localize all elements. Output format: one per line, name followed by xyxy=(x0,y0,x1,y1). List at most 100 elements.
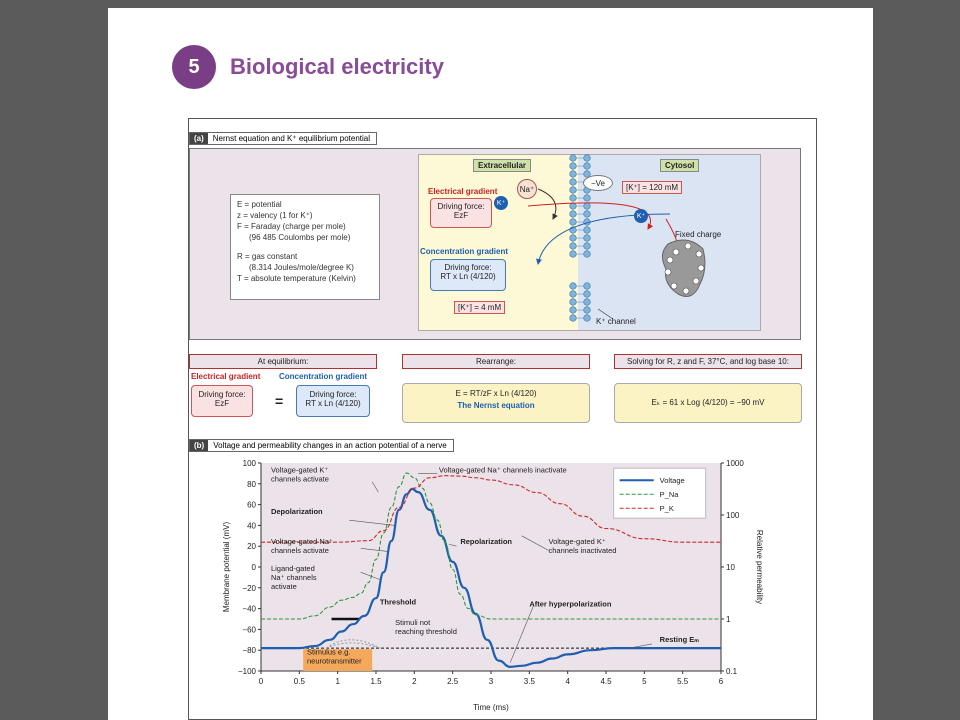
x-tick-label: 6 xyxy=(719,677,724,686)
annot-depolarization: Depolarization xyxy=(271,507,323,516)
cytosol-label: Cytosol xyxy=(660,159,700,172)
annot-stimulus-line: neurotransmitter xyxy=(307,656,362,665)
annot-resting-line: Resting Eₘ xyxy=(660,635,700,644)
eq-concentration-box: Driving force: RT x Ln (4/120) xyxy=(296,385,370,417)
subthreshold-stimulus-curve xyxy=(325,639,381,649)
annot-repolarization-line: Repolarization xyxy=(460,537,512,546)
annot-after-hyperpolarization-line: After hyperpolarization xyxy=(529,600,612,609)
concentration-force-box: Driving force: RT x Ln (4/120) xyxy=(430,259,506,291)
y-tick-label: 60 xyxy=(247,501,256,510)
annot-na-inactivate-line: Voltage-gated Na⁺ channels inactivate xyxy=(439,465,567,474)
annot-k-activate-line: channels activate xyxy=(271,474,329,483)
annot-subthreshold-line: Stimuli not xyxy=(395,618,431,627)
y2-tick-label: 100 xyxy=(726,511,740,520)
k-ion-out: K⁺ xyxy=(494,196,508,210)
annot-depolarization-line: Depolarization xyxy=(271,507,323,516)
series-line-voltage xyxy=(260,487,721,668)
k-outside-conc: [K⁺] = 4 mM xyxy=(454,301,506,314)
y-axis-label: Membrane potential (mV) xyxy=(222,522,231,613)
nernst-panel: E = potential z = valency (1 for K⁺) F =… xyxy=(189,148,801,340)
x-tick-label: 4 xyxy=(565,677,570,686)
x-tick-label: 5 xyxy=(642,677,647,686)
x-tick-label: 5.5 xyxy=(677,677,689,686)
k-inside-conc: [K⁺] = 120 mM xyxy=(622,181,683,194)
panel-a-tag: (a) xyxy=(190,133,208,144)
y-tick-label: 40 xyxy=(247,521,256,530)
x-tick-label: 1.5 xyxy=(370,677,382,686)
legend-label: P_K xyxy=(660,504,674,513)
y-tick-label: 20 xyxy=(247,542,256,551)
x-tick-label: 0 xyxy=(259,677,264,686)
y2-axis-label: Relative permeability xyxy=(755,530,764,604)
annot-ligand-line: activate xyxy=(271,582,297,591)
annot-ligand-line: Na⁺ channels xyxy=(271,573,317,582)
var-line: (8.314 Joules/mole/degree K) xyxy=(249,263,354,272)
x-tick-label: 3.5 xyxy=(524,677,536,686)
membrane-bilayer xyxy=(569,154,591,322)
annotation-pointer xyxy=(360,571,380,580)
fixed-charge-minus xyxy=(664,242,705,295)
var-line: (96 485 Coulombs per mole) xyxy=(249,233,351,242)
nernst-caption: The Nernst equation xyxy=(457,401,535,410)
y2-tick-label: 1000 xyxy=(726,459,744,468)
annot-stimulus: Stimulus e.g.neurotransmitter xyxy=(307,647,362,665)
annot-k-inactivated: Voltage-gated K⁺channels inactivated xyxy=(549,537,617,555)
legend-label: P_Na xyxy=(660,490,680,499)
annot-na-inactivate: Voltage-gated Na⁺ channels inactivate xyxy=(439,465,567,474)
legend-box xyxy=(613,467,707,519)
x-tick-label: 1 xyxy=(335,677,340,686)
rearrange-header: Rearrange: xyxy=(402,354,590,369)
slide-page: 5 Biological electricity (a) Nernst equa… xyxy=(108,8,873,720)
force-line: Driving force: xyxy=(437,202,485,211)
x-axis-label: Time (ms) xyxy=(473,703,509,712)
eq-concentration-label: Concentration gradient xyxy=(279,372,368,381)
y2-tick-label: 0.1 xyxy=(726,667,738,676)
annotation-pointer xyxy=(628,643,653,649)
annot-na-activate-line: Voltage-gated Na⁺ xyxy=(271,537,333,546)
k-channel-label: K⁺ channel xyxy=(596,317,636,326)
subthreshold-stimulus-curve xyxy=(325,642,380,649)
series-line-pna xyxy=(261,472,721,620)
electrical-gradient-label: Electrical gradient xyxy=(428,187,498,196)
annot-repolarization: Repolarization xyxy=(460,537,512,546)
y-tick-label: −60 xyxy=(242,625,256,634)
nernst-equation: E = RT/zF x Ln (4/120) xyxy=(455,389,537,398)
y-tick-label: 100 xyxy=(243,459,257,468)
chart-annotations: Voltage-gated K⁺channels activateVoltage… xyxy=(271,465,699,665)
x-tick-label: 2 xyxy=(412,677,417,686)
force-line: RT x Ln (4/120) xyxy=(440,272,496,281)
annotation-pointer xyxy=(371,481,379,493)
nernst-equation-box: E = RT/zF x Ln (4/120) The Nernst equati… xyxy=(402,383,590,423)
y-tick-label: 80 xyxy=(247,480,256,489)
x-tick-label: 2.5 xyxy=(447,677,459,686)
electrical-arrow xyxy=(527,202,654,230)
annot-threshold: Threshold xyxy=(380,597,417,606)
y-tick-label: −80 xyxy=(242,646,256,655)
x-tick-label: 3 xyxy=(489,677,494,686)
electrical-force-box: Driving force: EzF xyxy=(430,198,492,228)
solving-header: Solving for R, z and F, 37°C, and log ba… xyxy=(614,354,802,369)
variable-definitions: E = potential z = valency (1 for K⁺) F =… xyxy=(230,194,380,300)
na-arrow xyxy=(537,188,558,220)
annot-k-activate-line: Voltage-gated K⁺ xyxy=(271,465,328,474)
force-line: Driving force: xyxy=(444,263,492,272)
annot-threshold-line: Threshold xyxy=(380,597,417,606)
var-line: z = valency (1 for K⁺) xyxy=(237,211,313,220)
annotation-pointer xyxy=(509,606,534,663)
annotation-pointer xyxy=(448,543,457,547)
panel-a-label: (a) Nernst equation and K⁺ equilibrium p… xyxy=(189,132,377,145)
legend-label: Voltage xyxy=(660,476,685,485)
na-ion: Na⁺ xyxy=(517,179,537,199)
annot-after-hyperpolarization: After hyperpolarization xyxy=(529,600,612,609)
annotation-pointer xyxy=(349,519,396,526)
equilibrium-header: At equilibrium: xyxy=(189,354,377,369)
y2-tick-label: 10 xyxy=(726,563,735,572)
annot-stimulus-line: Stimulus e.g. xyxy=(307,647,350,656)
annot-k-activate: Voltage-gated K⁺channels activate xyxy=(271,465,329,483)
solved-equation: Eₖ = 61 x Log (4/120) = −90 mV xyxy=(614,383,802,423)
y2-tick-label: 1 xyxy=(726,615,731,624)
eq-electrical-label: Electrical gradient xyxy=(191,372,261,381)
